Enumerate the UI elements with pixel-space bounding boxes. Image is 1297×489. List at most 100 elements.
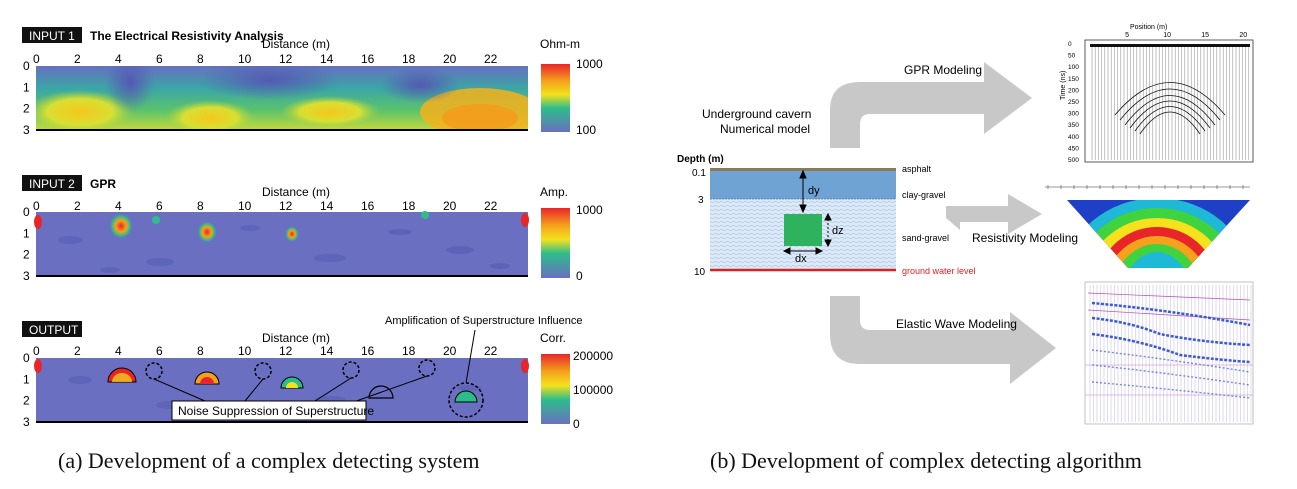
resistivity-pseudosection	[1045, 185, 1250, 268]
x-tick-label: 14	[320, 52, 334, 66]
y-tick-label: 0	[23, 351, 30, 365]
model-title-line2: Numerical model	[720, 122, 810, 136]
x-tick-label: 0	[33, 344, 40, 358]
input-1-section: INPUT 1 The Electrical Resistivity Analy…	[22, 27, 603, 137]
y-tick-label: 0	[23, 59, 30, 73]
gpr-x-tick: 20	[1239, 32, 1247, 39]
panel-b: GPR Modeling Resistivity Modeling Elasti…	[677, 24, 1254, 425]
gpr-y-tick: 50	[1068, 53, 1076, 60]
output-tag: OUTPUT	[29, 323, 79, 337]
x-tick-label: 18	[402, 344, 416, 358]
gpr-y-tick: 100	[1068, 64, 1079, 71]
dim-dy: dy	[808, 185, 820, 197]
x-tick-label: 12	[279, 344, 293, 358]
gpr-y-tick: 350	[1068, 122, 1079, 129]
gpr-y-tick: 200	[1068, 87, 1079, 94]
output-section: OUTPUT Distance (m) Corr. Amplification …	[22, 315, 613, 431]
x-tick-label: 10	[238, 344, 252, 358]
output-unit: Corr.	[540, 331, 566, 345]
gpr-section-plot	[34, 211, 529, 277]
y-tick-label: 1	[23, 80, 30, 94]
output-scale-mid: 100000	[573, 383, 613, 397]
caption-a: (a) Development of a complex detecting s…	[58, 448, 480, 473]
layer-ground-water: ground water level	[902, 266, 976, 276]
input-2-colorbar	[541, 208, 570, 278]
gpr-y-tick: 250	[1068, 99, 1079, 106]
x-tick-label: 10	[238, 199, 252, 213]
x-tick-label: 12	[279, 52, 293, 66]
y-tick-label: 2	[23, 102, 30, 116]
gpr-modeling-label: GPR Modeling	[904, 63, 982, 77]
elastic-modeling-label: Elastic Wave Modeling	[896, 317, 1017, 331]
model-title-line1: Underground cavern	[702, 107, 811, 121]
x-tick-label: 14	[320, 344, 334, 358]
layer-sand-gravel: sand-gravel	[902, 233, 949, 243]
gpr-y-tick: 500	[1068, 157, 1079, 164]
x-tick-label: 2	[74, 52, 81, 66]
arrow-to-resistivity	[946, 194, 1042, 234]
elastic-wave-seismogram	[1084, 281, 1254, 425]
y-tick-label: 1	[23, 372, 30, 386]
gpr-y-tick: 150	[1068, 76, 1079, 83]
input-2-tag: INPUT 2	[29, 177, 75, 191]
depth-tick-0: 0.1	[692, 168, 706, 179]
gpr-x-tick: 15	[1201, 32, 1209, 39]
x-tick-label: 20	[443, 52, 457, 66]
x-tick-label: 16	[361, 344, 375, 358]
gpr-x-tick: 10	[1163, 32, 1171, 39]
resistivity-modeling-label: Resistivity Modeling	[972, 231, 1078, 245]
input-1-colorbar	[541, 64, 570, 132]
x-tick-label: 6	[156, 52, 163, 66]
flow-arrows	[830, 62, 1056, 384]
y-tick-label: 2	[23, 248, 30, 262]
x-tick-label: 0	[33, 52, 40, 66]
noise-annotation: Noise Suppression of Superstructure	[178, 404, 374, 418]
gpr-y-tick: 400	[1068, 134, 1079, 141]
x-tick-label: 20	[443, 344, 457, 358]
gpr-y-tick: 0	[1068, 41, 1072, 48]
layer-asphalt: asphalt	[902, 164, 932, 174]
x-tick-label: 8	[197, 52, 204, 66]
y-tick-label: 3	[23, 415, 30, 429]
input-1-y-ticks: 0 1 2 3	[23, 59, 30, 137]
x-tick-label: 16	[361, 199, 375, 213]
input-1-tag: INPUT 1	[29, 29, 75, 43]
x-tick-label: 22	[484, 199, 498, 213]
output-y-ticks: 0 1 2 3	[23, 351, 30, 429]
input-2-tag-bg	[22, 175, 82, 191]
input-1-scale-min: 100	[576, 123, 596, 137]
gpr-x-title: Position (m)	[1130, 24, 1167, 31]
input-2-scale-min: 0	[576, 269, 583, 283]
y-tick-label: 3	[23, 123, 30, 137]
x-tick-label: 18	[402, 52, 416, 66]
layer-clay-gravel: clay-gravel	[902, 190, 946, 200]
x-tick-label: 4	[115, 344, 122, 358]
x-tick-label: 22	[484, 344, 498, 358]
arrow-to-elastic	[830, 296, 1056, 384]
input-1-distance-label: Distance (m)	[262, 37, 330, 51]
numerical-model: Depth (m) 0.1 3 10 dy dz dx asphalt clay…	[677, 154, 976, 278]
input-1-unit: Ohm-m	[540, 37, 580, 51]
input-1-tag-bg	[22, 27, 82, 43]
input-1-scale-max: 1000	[576, 57, 603, 71]
gpr-y-tick: 300	[1068, 111, 1079, 118]
panel-a: INPUT 1 The Electrical Resistivity Analy…	[22, 27, 613, 431]
caption-b: (b) Development of complex detecting alg…	[710, 448, 1142, 473]
x-tick-label: 20	[443, 199, 457, 213]
x-tick-label: 2	[74, 344, 81, 358]
resistivity-section-plot	[36, 66, 528, 131]
output-distance-label: Distance (m)	[262, 331, 330, 345]
input-2-distance-label: Distance (m)	[262, 185, 330, 199]
x-tick-label: 8	[197, 199, 204, 213]
amplification-annotation: Amplification of Superstructure Influenc…	[385, 315, 583, 327]
depth-tick-2: 10	[694, 267, 706, 278]
y-tick-label: 2	[23, 394, 30, 408]
x-tick-label: 16	[361, 52, 375, 66]
